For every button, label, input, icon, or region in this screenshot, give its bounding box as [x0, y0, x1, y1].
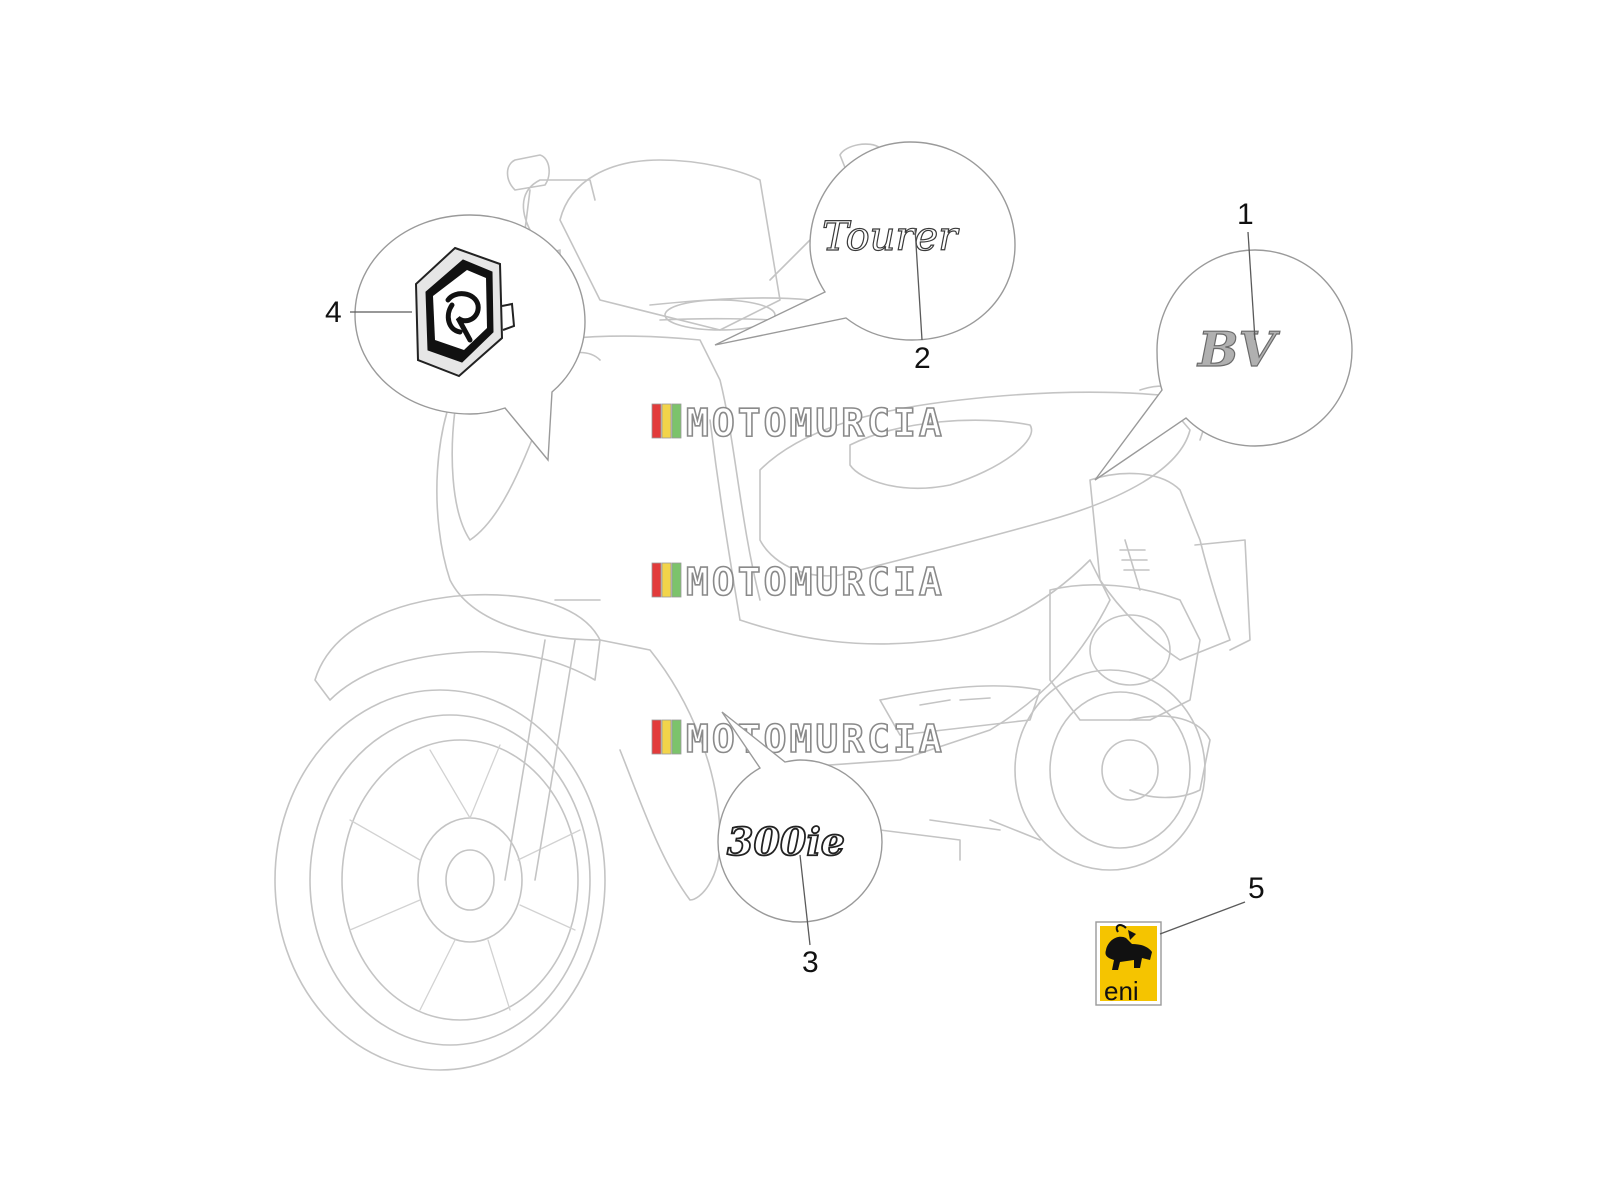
300ie-badge-text: 300ie	[727, 819, 845, 864]
callout-number-1: 1	[1237, 198, 1254, 231]
watermark-middle: MOTOMURCIA	[651, 559, 945, 605]
scooter-drawing	[274, 143, 1251, 1071]
front-fender	[314, 593, 601, 701]
exhaust	[1129, 715, 1211, 799]
eni-sticker-text: eni	[1104, 976, 1139, 1006]
front-fork	[504, 599, 601, 881]
rear-wheel	[1014, 669, 1206, 871]
watermark-bottom: MOTOMURCIA	[651, 716, 945, 762]
windscreen	[559, 159, 781, 331]
rear-body	[1089, 472, 1231, 661]
watermark-text: MOTOMURCIA	[686, 401, 945, 445]
callout-eni-sticker[interactable]: eni 5	[1095, 872, 1265, 1006]
callout-number-4: 4	[325, 296, 342, 329]
engine	[1049, 584, 1201, 721]
callout-bv-badge[interactable]: BV 1	[1094, 198, 1353, 481]
eni-dog-icon	[1105, 924, 1152, 970]
callout-number-3: 3	[802, 946, 819, 979]
body-side	[739, 559, 1111, 771]
watermark-text: MOTOMURCIA	[686, 717, 945, 761]
tourer-badge-text: Tourer	[822, 214, 960, 260]
callout-piaggio-emblem[interactable]: 4	[325, 214, 586, 462]
watermark-top: MOTOMURCIA	[651, 400, 945, 446]
seat	[759, 391, 1191, 577]
watermark-text: MOTOMURCIA	[686, 560, 945, 604]
callout-tourer-badge[interactable]: Tourer 2	[714, 141, 1016, 375]
callout-number-2: 2	[914, 342, 931, 375]
piaggio-emblem-icon	[414, 246, 516, 378]
front-wheel	[274, 689, 606, 1071]
bv-badge-text: BV	[1196, 322, 1281, 378]
callout-300ie-badge[interactable]: 300ie 3	[717, 711, 883, 979]
callout-number-5: 5	[1248, 872, 1265, 905]
